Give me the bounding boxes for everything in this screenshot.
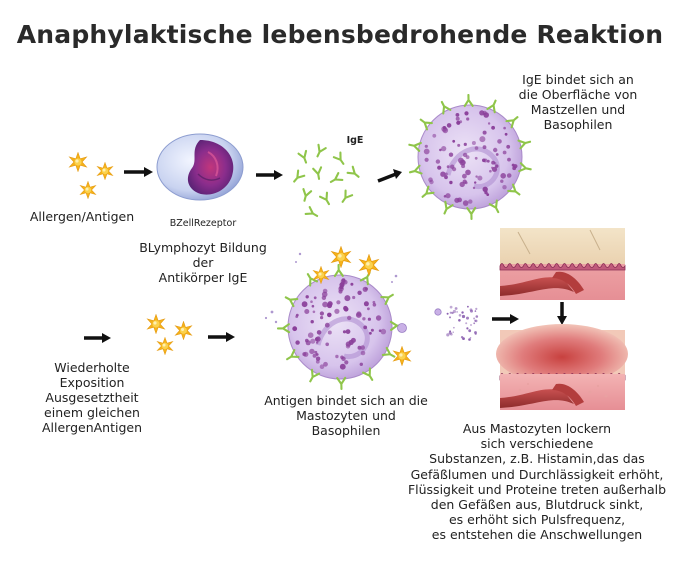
label-line: die Oberfläche von — [518, 87, 638, 102]
page-title: Anaphylaktische lebensbedrohende Reaktio… — [16, 20, 664, 49]
allergen-star-icon — [392, 346, 412, 366]
label-line: Exposition — [59, 375, 125, 390]
label-allergen: Allergen/Antigen — [29, 209, 135, 224]
allergen-star-icon — [79, 181, 97, 199]
antibody-y-icon — [312, 166, 325, 181]
caption-line: es erhöht sich Pulsfrequenz, — [448, 512, 626, 528]
arrow-right-icon — [492, 314, 519, 324]
antibody-y-icon — [338, 189, 354, 206]
antibody-y-icon — [327, 171, 344, 187]
label-line: Ausgesetztheit — [45, 390, 139, 405]
label-line: Basophilen — [311, 423, 381, 438]
arrow-right-icon — [84, 333, 111, 343]
ige-antibodies — [290, 143, 363, 221]
released-mediators — [397, 305, 479, 341]
label-ige-bind: IgE bindet sich an die Oberfläche von Ma… — [513, 72, 643, 132]
antibody-y-icon — [312, 143, 327, 160]
mast-cell-activated-icon — [264, 246, 412, 391]
antibody-y-icon — [346, 165, 363, 181]
arrow-right-icon — [256, 170, 283, 180]
label-line: Antikörper IgE — [158, 270, 248, 285]
allergen-star-icon — [330, 246, 352, 268]
label-line: Antigen bindet sich an die — [264, 393, 428, 408]
skin-tissue-icon — [499, 228, 626, 300]
antibody-y-icon — [297, 149, 311, 166]
antibody-y-icon — [463, 93, 474, 108]
label-exposition: Wiederholte Exposition Ausgesetztheit ei… — [30, 360, 154, 435]
label-line: einem gleichen — [44, 405, 140, 420]
allergen-star-icon — [68, 152, 88, 172]
label-line: IgE bindet sich an — [522, 72, 634, 87]
antibody-y-icon — [276, 323, 291, 334]
antibody-y-icon — [304, 205, 321, 221]
arrow-right-icon — [124, 167, 153, 177]
antibody-y-icon — [290, 169, 306, 186]
caption-line: Gefäßlumen und Durchlässigkeit erhöht, — [410, 466, 664, 482]
arrow-right-icon — [208, 332, 235, 342]
antibody-y-icon — [466, 206, 477, 221]
arrow-right-icon — [377, 169, 402, 183]
arrow-down-icon — [557, 302, 567, 325]
label-lymphozyt: BLymphozyt Bildung der Antikörper IgE — [128, 240, 278, 285]
caption-line: es entstehen die Anschwellungen — [431, 527, 643, 543]
label-bzellrezeptor: BZellRezeptor — [169, 218, 237, 229]
antibody-y-icon — [318, 191, 334, 208]
allergen-cluster-1 — [68, 152, 114, 199]
antibody-y-icon — [336, 376, 347, 391]
antibody-y-icon — [299, 188, 313, 203]
label-line: Mastzellen und — [530, 102, 626, 117]
allergen-star-icon — [146, 314, 166, 334]
allergen-star-icon — [156, 337, 174, 355]
swollen-tissue-icon — [496, 324, 628, 410]
caption-line: Flüssigkeit und Proteine treten außerhal… — [407, 481, 667, 497]
allergen-star-icon — [174, 321, 193, 340]
allergen-cluster-2 — [146, 314, 193, 355]
allergen-star-icon — [358, 254, 380, 276]
label-line: Basophilen — [543, 117, 613, 132]
b-lymphocyte-icon — [156, 133, 244, 201]
allergen-star-icon — [96, 162, 114, 180]
caption-line: sich verschiedene — [480, 436, 594, 452]
label-line: Mastozyten und — [296, 408, 396, 423]
antibody-y-icon — [332, 151, 348, 168]
label-line: BLymphozyt Bildung der — [139, 240, 267, 270]
label-line: AllergenAntigen — [41, 420, 143, 435]
caption-line: Aus Mastozyten lockern — [462, 421, 612, 436]
caption-line: Substanzen, z.B. Histamin,das das — [429, 451, 645, 467]
mast-cell-icon — [407, 93, 533, 221]
label-line: Wiederholte — [54, 360, 130, 375]
label-antigen-bind: Antigen bindet sich an die Mastozyten un… — [256, 393, 436, 438]
caption-line: den Gefäßen aus, Blutdruck sinkt, — [430, 497, 644, 513]
label-ige: IgE — [346, 135, 364, 146]
